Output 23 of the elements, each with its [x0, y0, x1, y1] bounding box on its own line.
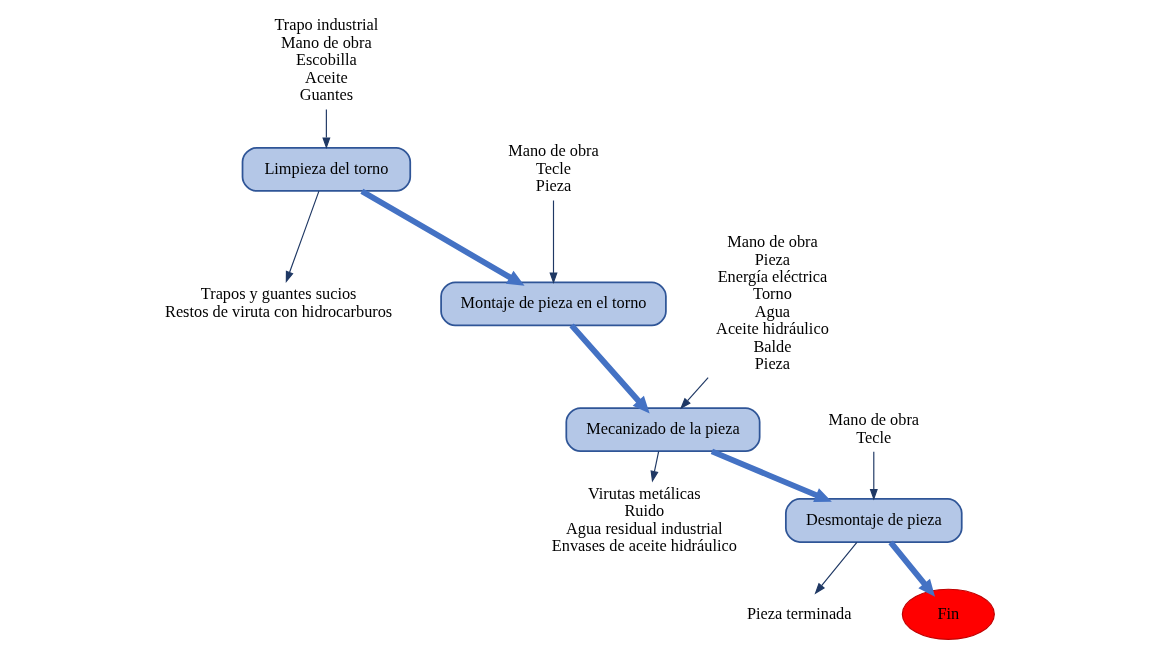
arrow — [360, 188, 525, 286]
node-ellipse: Fin — [901, 588, 995, 640]
node-text: Mano de obra Pieza Energía eléctrica Torno Agua Aceite hidráulico Balde Pieza — [716, 232, 829, 374]
arrow — [888, 540, 935, 597]
node-text: Mano de obra Tecle — [828, 410, 920, 447]
arrow — [814, 541, 858, 595]
arrow — [322, 109, 331, 150]
node-box: Limpieza del torno — [241, 146, 412, 192]
arrow — [285, 190, 320, 283]
arrow — [869, 451, 878, 501]
node-box: Mecanizado de la pieza — [565, 407, 761, 453]
node-text: Pieza terminada — [746, 603, 852, 623]
arrow — [680, 377, 709, 410]
arrow — [549, 199, 558, 285]
node-text: Trapos y guantes sucios Restos de viruta con hidrocarburos — [165, 284, 393, 321]
arrow — [569, 323, 650, 414]
arrow — [650, 450, 660, 483]
node-text: Mano de obra Tecle Pieza — [508, 141, 599, 196]
node-text: Trapo industrial Mano de obra Escobilla Aceite Guantes — [274, 15, 379, 105]
node-box: Desmontaje de pieza — [785, 498, 963, 543]
node-box: Montaje de pieza en el torno — [440, 281, 667, 327]
arrow — [710, 448, 832, 502]
node-text: Virutas metálicas Ruido Agua residual industrial Envases de aceite hidráulico — [551, 483, 737, 556]
